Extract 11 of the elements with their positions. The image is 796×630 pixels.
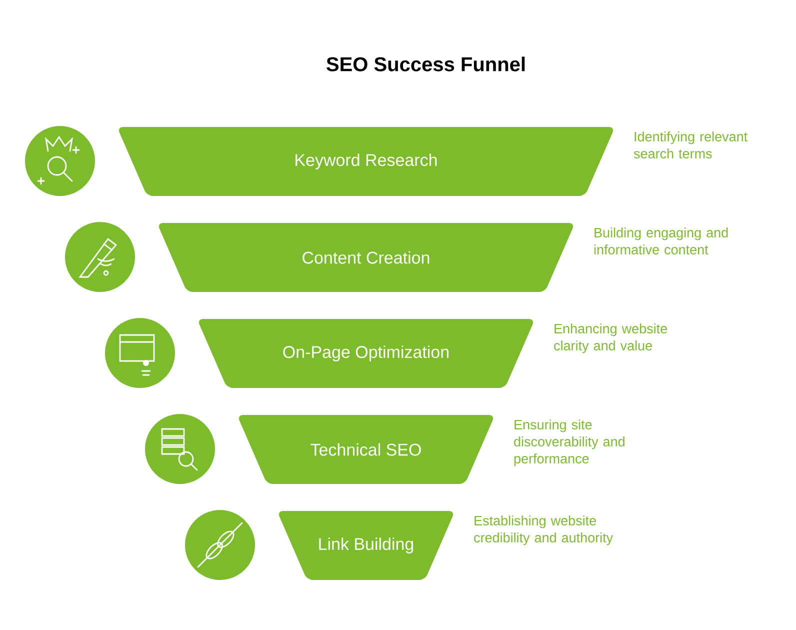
description-text: Establishing website credibility and authority <box>474 516 614 546</box>
description-text: Building engaging and informative content <box>594 228 728 254</box>
description-text: Identifying relevant search terms <box>634 132 748 158</box>
description-text: Ensuring site discoverability and performance <box>514 420 624 466</box>
funnel-stage: Keyword Research <box>118 127 614 196</box>
description-text: Enhancing website clarity and value <box>554 324 667 354</box>
funnel-stage: Content Creation <box>158 223 574 292</box>
funnel-stage: On-Page Optimization <box>198 319 534 388</box>
funnel-stage: Link Building <box>278 511 454 580</box>
funnel-stage: Technical SEO <box>238 415 494 484</box>
title: SEO Success Funnel <box>326 56 525 72</box>
